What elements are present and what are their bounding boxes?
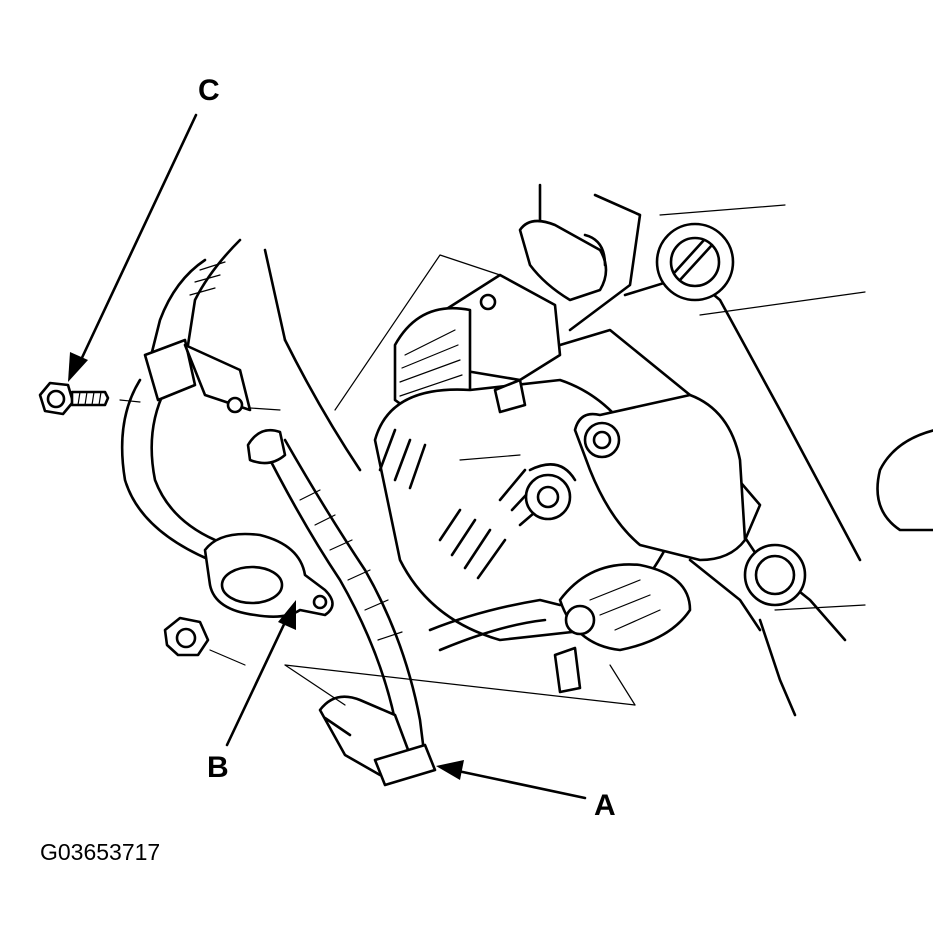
- callout-arrow-c: [68, 113, 198, 382]
- bolt-c-icon: [38, 381, 110, 416]
- upper-clamp: [518, 219, 608, 302]
- wiring-harness: [120, 238, 562, 772]
- terminal-b: [203, 532, 334, 618]
- callout-arrow-a: [436, 760, 587, 800]
- leader-lines: [119, 254, 636, 706]
- callout-label-b: B: [207, 751, 229, 784]
- figure-id: G03653717: [40, 839, 160, 865]
- lower-bolt-head: [743, 543, 807, 607]
- side-bracket: [573, 393, 747, 562]
- callout-arrow-b: [225, 600, 296, 747]
- callout-label-a: A: [594, 789, 616, 822]
- callout-label-c: C: [198, 74, 220, 107]
- connector-a: [318, 695, 437, 787]
- mount-bolt-head: [655, 222, 735, 302]
- nut-icon: [163, 616, 210, 657]
